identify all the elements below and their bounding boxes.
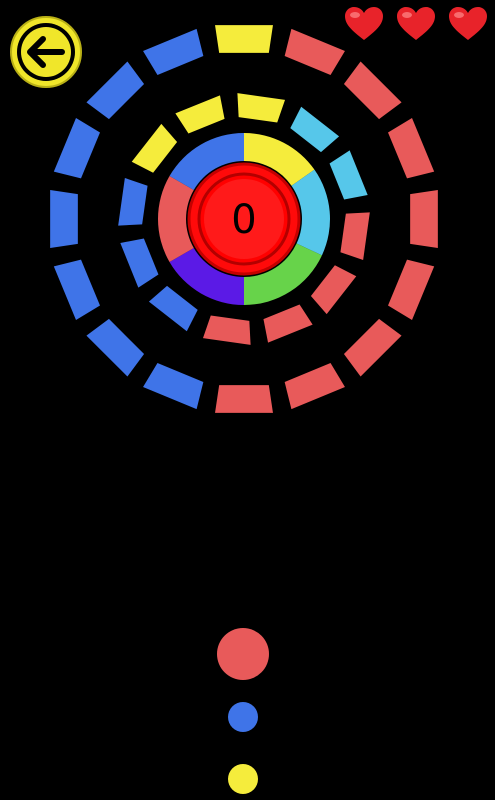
heart-icon [449,7,487,40]
middle-ring [118,93,370,345]
ring-segment [53,118,100,179]
ring-segment [143,363,204,410]
wheel-slice [158,176,194,262]
ring-segment [340,212,370,261]
ring-segment [215,25,273,53]
ring-segment [86,61,145,120]
score-core: 0 [187,162,301,276]
ring-segment [290,106,340,153]
score-value: 0 [231,197,256,243]
arrow-left-icon [10,16,82,88]
wheel-slice [169,133,244,190]
ball-queued [228,702,258,732]
ring-segment [284,28,345,75]
ring-segment [215,385,273,413]
ring-segment [388,118,435,179]
ring-segment [237,93,286,123]
ring-segment [50,190,78,248]
ring-segment [148,285,198,332]
wheel-slice [244,243,322,305]
ring-segment [410,190,438,248]
lives-display [339,6,489,46]
ring-segment [343,318,402,377]
ball-queue [217,628,269,794]
heart-icon [345,7,383,40]
wheel-slice [291,169,330,256]
wheel-slice [169,248,244,305]
ring-segment [120,238,159,288]
ring-segment [202,315,251,345]
ball-queued [228,764,258,794]
outer-ring [50,25,438,413]
ring-segment [263,304,313,343]
back-button[interactable] [8,14,84,90]
ring-segment [131,123,178,173]
ring-segment [118,177,148,226]
heart-icon [397,7,435,40]
ring-segment [86,318,145,377]
ring-segment [284,363,345,410]
ball-next [217,628,269,680]
target-rings: 0 [50,25,438,413]
ring-segment [143,28,204,75]
ring-segment [53,259,100,320]
wheel-slice [244,133,315,186]
inner-color-wheel [158,133,330,305]
ring-segment [388,259,435,320]
ring-segment [343,61,402,120]
ring-segment [310,265,357,315]
ring-segment [329,150,368,200]
ring-segment [175,95,225,134]
